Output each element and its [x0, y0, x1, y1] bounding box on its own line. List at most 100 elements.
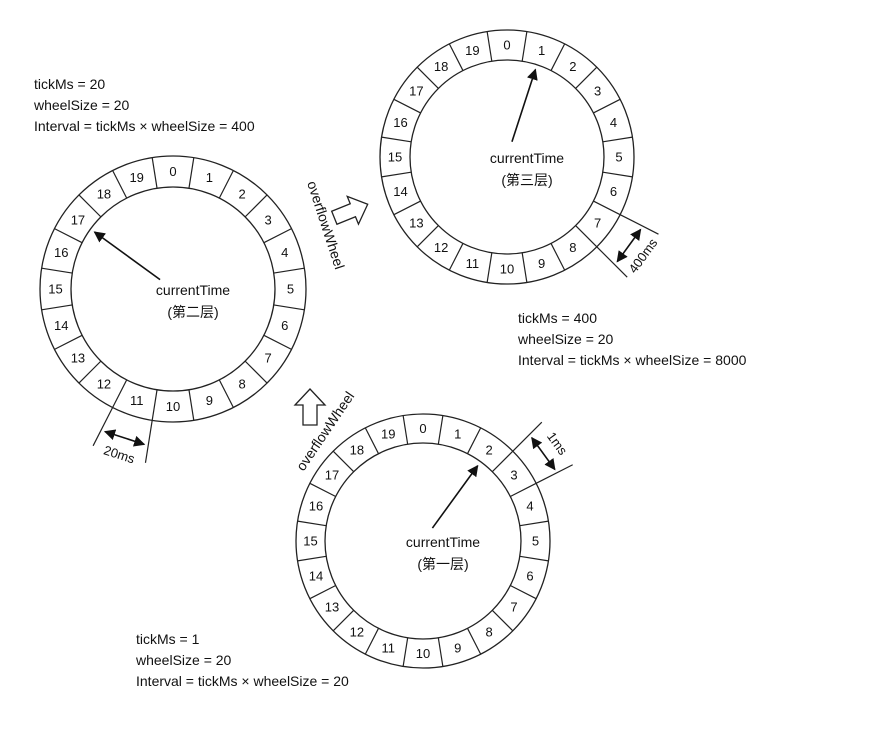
- param-interval: Interval = tickMs × wheelSize = 400: [34, 118, 255, 134]
- tick-span-arrow: [103, 429, 146, 447]
- slot-label: 15: [388, 150, 402, 165]
- slot-label: 1: [206, 170, 213, 185]
- param-interval: Interval = tickMs × wheelSize = 20: [136, 673, 349, 689]
- slot-label: 5: [532, 534, 539, 549]
- tick-span-label: 400ms: [625, 235, 660, 276]
- slot-divider: [402, 637, 409, 667]
- slot-label: 16: [54, 245, 68, 260]
- slot-divider: [416, 225, 439, 248]
- param-tickms: tickMs = 1: [136, 631, 200, 647]
- inner-ring: [324, 442, 522, 640]
- slot-label: 1: [454, 427, 461, 442]
- slot-divider: [218, 170, 234, 199]
- slot-label: 13: [325, 600, 339, 615]
- slot-label: 1: [538, 43, 545, 58]
- slot-label: 9: [454, 640, 461, 655]
- slot-divider: [393, 98, 421, 114]
- tick-span-arrow: [616, 228, 642, 263]
- slot-label: 15: [303, 534, 317, 549]
- current-time-pointer: [511, 68, 538, 143]
- tick-span-arrow: [531, 436, 556, 471]
- tick-span-label: 20ms: [102, 442, 137, 466]
- tick-extension-line: [92, 407, 114, 447]
- slot-divider: [402, 415, 409, 445]
- slot-divider: [491, 609, 514, 632]
- center-layer-name: (第一层): [417, 556, 468, 572]
- outer-ring: [295, 413, 551, 669]
- param-wheelsize: wheelSize = 20: [34, 97, 130, 113]
- params-level-1: tickMs = 1 wheelSize = 20 Interval = tic…: [136, 629, 349, 692]
- slot-label: 2: [569, 59, 576, 74]
- current-time-pointer: [93, 231, 161, 281]
- slot-label: 7: [510, 600, 517, 615]
- slot-divider: [448, 43, 464, 71]
- slot-divider: [41, 304, 73, 311]
- slot-label: 4: [526, 499, 533, 514]
- slot-divider: [381, 171, 412, 178]
- slot-label: 3: [510, 467, 517, 482]
- slot-divider: [309, 482, 336, 498]
- slot-divider: [466, 427, 482, 454]
- slot-label: 14: [309, 568, 323, 583]
- slot-divider: [575, 66, 598, 89]
- slot-divider: [364, 427, 380, 454]
- slot-divider: [244, 194, 268, 218]
- slot-divider: [332, 450, 355, 473]
- slot-divider: [519, 555, 549, 562]
- slot-label: 12: [434, 240, 448, 255]
- center-layer-name: (第三层): [501, 172, 552, 188]
- slot-label: 10: [500, 262, 514, 277]
- slot-label: 13: [409, 215, 423, 230]
- slot-label: 16: [309, 499, 323, 514]
- slot-label: 11: [381, 640, 395, 655]
- slot-divider: [188, 157, 195, 189]
- slot-label: 10: [166, 399, 180, 414]
- slot-divider: [41, 267, 73, 274]
- slot-label: 7: [264, 351, 271, 366]
- slot-label: 17: [325, 467, 339, 482]
- slot-divider: [151, 389, 158, 421]
- slot-divider: [486, 252, 493, 283]
- slot-divider: [218, 379, 234, 408]
- slot-divider: [54, 228, 83, 244]
- slot-label: 8: [569, 240, 576, 255]
- slot-label: 5: [615, 150, 622, 165]
- overflow-arrow: [293, 388, 327, 426]
- slot-label: 6: [281, 318, 288, 333]
- slot-divider: [550, 43, 566, 71]
- slot-label: 4: [281, 245, 288, 260]
- slot-label: 0: [419, 421, 426, 436]
- tick-extension-line: [144, 420, 153, 463]
- slot-label: 18: [434, 59, 448, 74]
- slot-label: 6: [610, 184, 617, 199]
- slot-divider: [297, 520, 327, 527]
- param-tickms: tickMs = 400: [518, 310, 597, 326]
- slot-label: 11: [130, 393, 144, 408]
- slot-label: 0: [503, 38, 510, 53]
- slot-label: 14: [54, 318, 68, 333]
- slot-label: 17: [71, 212, 85, 227]
- slot-label: 8: [486, 625, 493, 640]
- slot-divider: [510, 482, 537, 498]
- slot-divider: [466, 628, 482, 655]
- overflow-label-2-to-3: overflowWheel: [304, 179, 348, 271]
- center-current-time: currentTime: [406, 534, 480, 550]
- slot-label: 4: [610, 115, 617, 130]
- slot-divider: [332, 609, 355, 632]
- slot-label: 14: [393, 184, 407, 199]
- outer-ring: [39, 155, 307, 423]
- slot-divider: [112, 170, 128, 199]
- tick-span-label: 1ms: [544, 429, 571, 458]
- inner-ring: [409, 59, 605, 255]
- slot-label: 8: [238, 377, 245, 392]
- slot-label: 15: [48, 282, 62, 297]
- slot-label: 9: [538, 256, 545, 271]
- overflow-arrow: [330, 195, 369, 226]
- slot-label: 3: [594, 84, 601, 99]
- tick-extension-line: [535, 464, 573, 484]
- slot-divider: [78, 194, 102, 218]
- slot-divider: [273, 267, 305, 274]
